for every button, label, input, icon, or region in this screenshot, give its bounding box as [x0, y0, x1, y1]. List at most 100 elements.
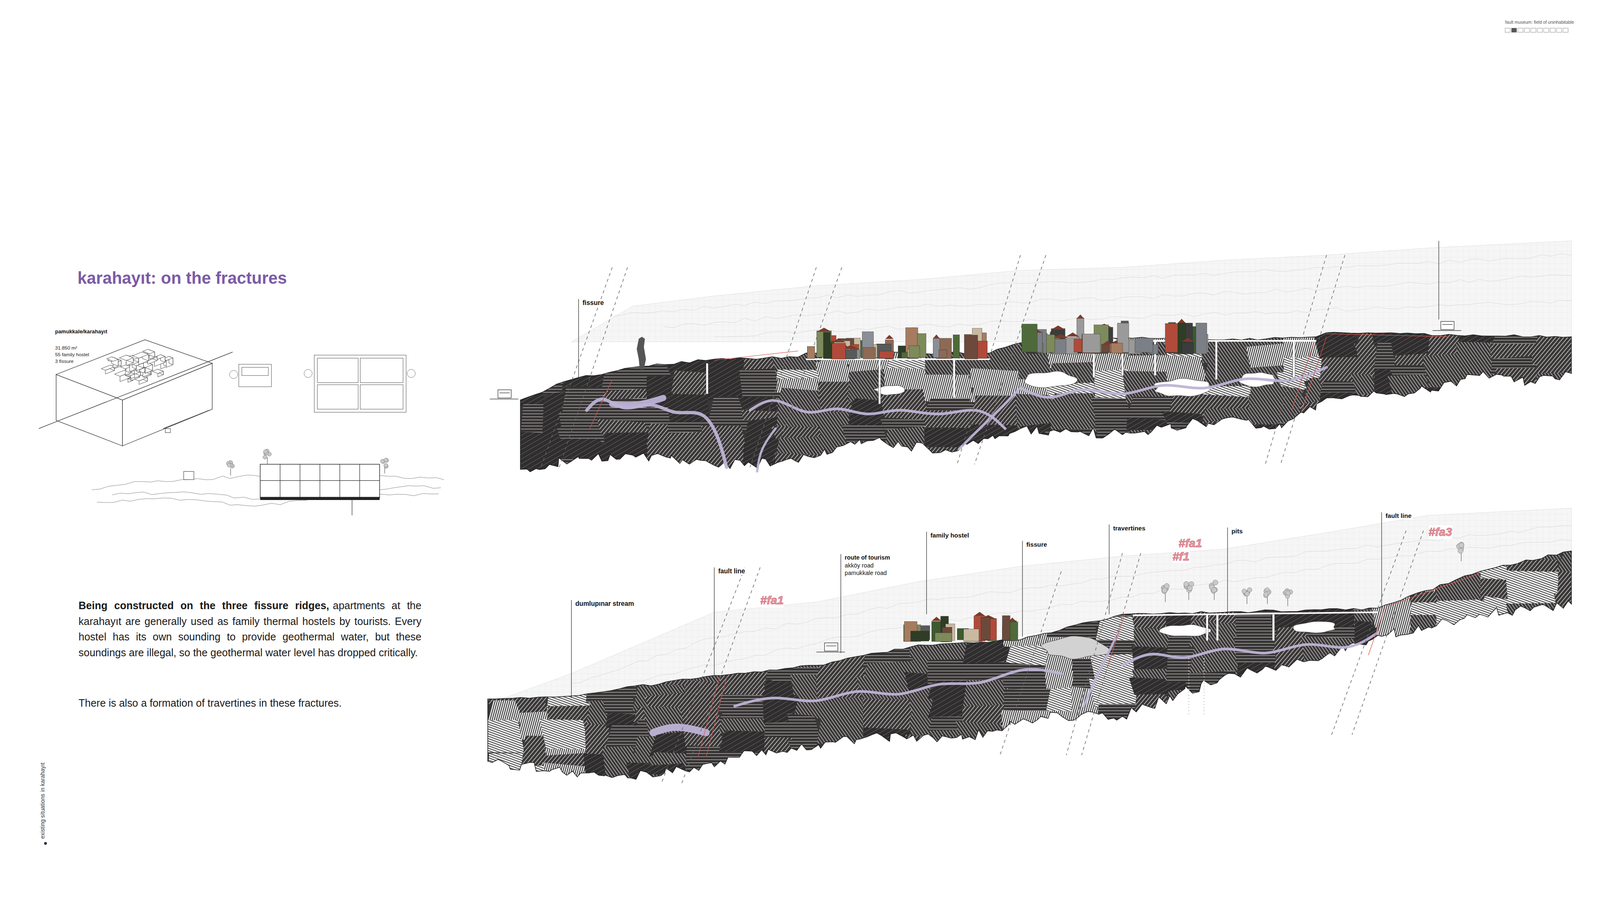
building-block	[862, 347, 876, 360]
leader-line	[714, 567, 715, 676]
note-text: fault museum: field of uninhabitable	[1505, 19, 1574, 25]
rock-hatch	[546, 672, 595, 693]
rock-hatch	[742, 332, 781, 361]
rock-hatch	[1272, 765, 1310, 783]
rock-hatch	[1302, 551, 1358, 575]
rock-hatch	[1373, 470, 1399, 489]
rock-hatch	[1501, 696, 1561, 723]
rock-hatch	[542, 572, 590, 599]
fault-line	[1066, 552, 1123, 755]
rock-hatch	[1202, 420, 1260, 442]
rock-hatch	[848, 462, 896, 480]
rock-hatch	[1374, 751, 1415, 780]
bus-road	[490, 398, 519, 400]
rock-hatch	[787, 713, 821, 744]
rock-hatch	[1531, 397, 1583, 433]
leader-line	[840, 554, 841, 654]
rock-hatch	[969, 468, 1023, 494]
rock-hatch	[649, 562, 694, 585]
roof	[1051, 325, 1065, 330]
rock-hatch	[1374, 773, 1415, 788]
rock-hatch	[792, 550, 821, 566]
sounding-pipe	[878, 357, 881, 405]
rock-hatch	[1480, 686, 1514, 717]
rock-hatch	[1268, 719, 1310, 736]
rock-hatch	[788, 595, 821, 621]
fracture-line	[1387, 573, 1480, 606]
fault-tag: #fa3	[1428, 525, 1453, 539]
tree-crown	[1458, 542, 1464, 548]
fault-line	[540, 267, 613, 468]
rock-hatch	[605, 634, 641, 655]
rock-hatch	[1526, 445, 1583, 475]
leader-line	[1227, 527, 1228, 615]
rock-hatch	[1182, 744, 1241, 762]
rock-hatch	[1128, 550, 1171, 574]
rock-hatch	[718, 765, 773, 800]
note-text: pamukkale/karahayıt	[55, 328, 108, 335]
rock-hatch	[879, 451, 930, 476]
tree-crown	[263, 449, 268, 454]
rock-hatch	[585, 612, 614, 625]
rock-hatch	[1508, 761, 1561, 789]
fracture-line	[1302, 336, 1327, 410]
building-block	[1195, 322, 1207, 354]
cavity	[1024, 371, 1078, 388]
water-stream	[734, 669, 1062, 707]
sketch-grid	[359, 464, 360, 498]
rock-hatch	[1354, 712, 1386, 729]
rock-hatch	[1000, 662, 1050, 692]
rock-hatch	[1134, 744, 1172, 778]
tree-trunk	[1287, 597, 1288, 607]
building-block	[1002, 615, 1011, 641]
contour-line	[714, 300, 1572, 337]
rock-hatch	[670, 464, 717, 482]
rock-hatch	[1272, 579, 1312, 609]
rock-hatch	[1272, 690, 1313, 723]
rock-hatch	[514, 775, 551, 800]
rock-hatch	[670, 333, 717, 360]
rock-hatch	[1436, 646, 1490, 660]
water-stream	[750, 400, 1005, 429]
rock-hatch	[487, 570, 525, 589]
rock-hatch	[632, 549, 658, 578]
rock-hatch	[516, 633, 551, 649]
tree-crown	[1211, 587, 1217, 593]
water-stream	[1122, 632, 1378, 665]
page-marker	[1550, 27, 1555, 33]
rock-hatch	[1554, 756, 1593, 788]
roof	[1076, 314, 1085, 319]
sketch-frame	[260, 464, 380, 498]
rock-hatch	[757, 767, 798, 783]
rock-hatch	[700, 425, 748, 454]
rock-hatch	[515, 333, 547, 345]
rock-hatch	[969, 424, 1023, 448]
fault-line	[1000, 571, 1062, 755]
rock-hatch	[718, 750, 771, 766]
plan-room	[360, 384, 403, 410]
rock-hatch	[793, 559, 825, 594]
building-block	[1008, 622, 1018, 641]
roof	[973, 611, 985, 616]
rock-hatch	[1354, 770, 1380, 800]
rock-hatch	[1435, 703, 1485, 718]
rock-hatch	[1300, 765, 1359, 792]
rock-hatch	[1134, 694, 1173, 718]
rock-hatch	[1488, 392, 1537, 416]
rock-hatch	[649, 641, 692, 672]
rock-hatch	[1350, 374, 1378, 398]
description-paragraph: Being constructed on the three fissure r…	[78, 597, 422, 661]
rock-hatch	[962, 550, 1013, 566]
building-block	[963, 629, 980, 642]
rock-hatch	[1088, 550, 1139, 574]
building-block	[832, 343, 846, 360]
tree-trunk	[230, 468, 231, 476]
iso-building	[142, 349, 155, 354]
rock-hatch	[1552, 726, 1593, 758]
rock-hatch	[585, 561, 614, 592]
roof	[1182, 337, 1194, 342]
rock-hatch	[1046, 763, 1081, 778]
mountain-backdrop	[487, 508, 1572, 705]
rock-hatch	[1166, 777, 1194, 796]
rock-hatch	[1236, 707, 1283, 722]
